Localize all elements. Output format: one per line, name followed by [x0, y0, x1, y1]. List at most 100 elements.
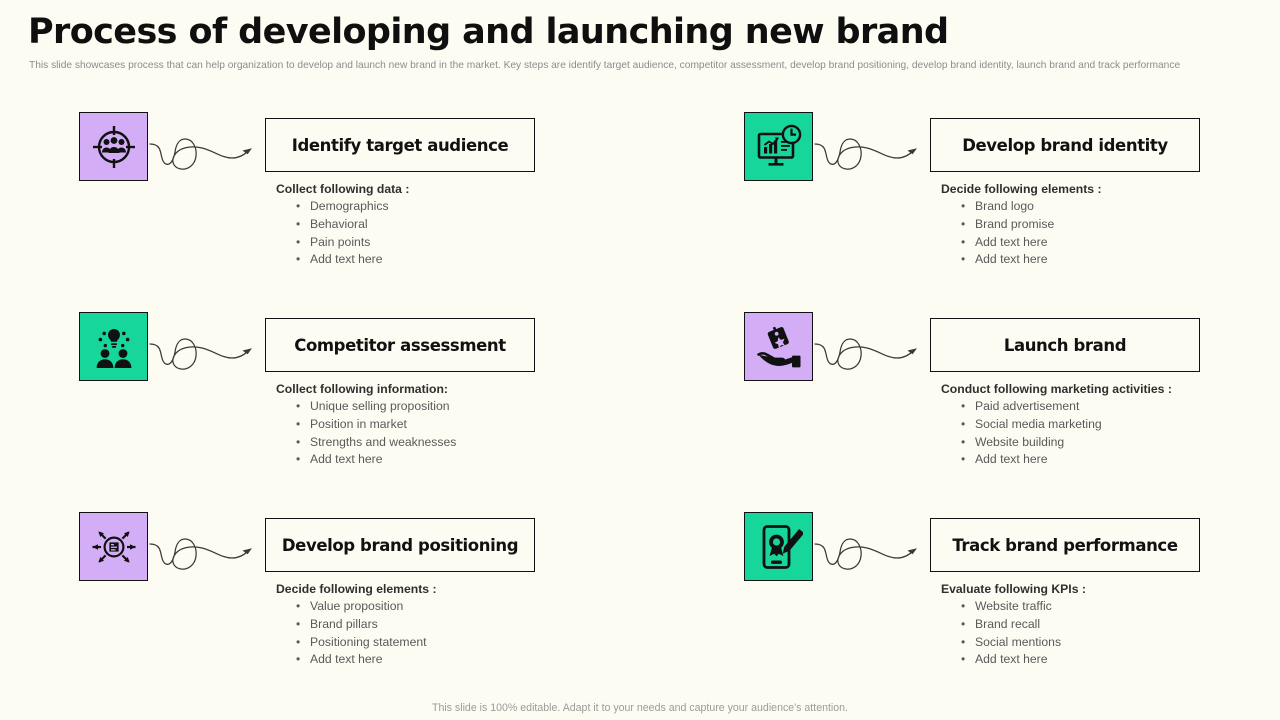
- list-item: • Unique selling proposition: [296, 398, 576, 416]
- process-step-competitor-assessment: Competitor assessment Collect following …: [70, 304, 545, 494]
- list-item: • Add text here: [296, 451, 576, 469]
- step-bullet-list: • Unique selling proposition • Position …: [276, 398, 576, 469]
- target-audience-icon: [90, 123, 138, 171]
- bullet-dot-icon: •: [296, 216, 301, 231]
- hand-price-tag-icon: [755, 323, 803, 371]
- bullet-label: Paid advertisement: [975, 399, 1080, 413]
- list-item: • Add text here: [296, 251, 576, 269]
- squiggly-arrow-connector: [813, 314, 933, 384]
- step-body-identify-target-audience: Collect following data : • Demographics …: [276, 182, 576, 269]
- list-item: • Add text here: [961, 234, 1241, 252]
- step-lead-text: Collect following information:: [276, 382, 448, 396]
- list-item: • Add text here: [961, 451, 1241, 469]
- bullet-dot-icon: •: [961, 416, 966, 431]
- step-icon-tile-develop-brand-identity[interactable]: [744, 112, 813, 181]
- list-item: • Brand logo: [961, 198, 1241, 216]
- process-step-develop-brand-identity: Develop brand identity Decide following …: [735, 104, 1210, 294]
- step-body-competitor-assessment: Collect following information: • Unique …: [276, 382, 576, 469]
- bullet-label: Add text here: [310, 252, 383, 267]
- bullet-label: Position in market: [310, 416, 407, 431]
- step-body-launch-brand: Conduct following marketing activities :…: [941, 382, 1241, 469]
- bullet-dot-icon: •: [296, 416, 301, 431]
- step-title-box-track-brand-performance[interactable]: Track brand performance: [930, 518, 1200, 572]
- bullet-label: Add text here: [310, 652, 383, 667]
- bullet-label: Pain points: [310, 234, 371, 249]
- bullet-dot-icon: •: [961, 399, 966, 413]
- step-title-box-competitor-assessment[interactable]: Competitor assessment: [265, 318, 535, 372]
- step-icon-tile-track-brand-performance[interactable]: [744, 512, 813, 581]
- list-item: • Paid advertisement: [961, 398, 1241, 416]
- squiggly-arrow-connector: [148, 314, 268, 384]
- list-item: • Brand recall: [961, 616, 1241, 634]
- bullet-dot-icon: •: [961, 599, 966, 613]
- step-title-box-launch-brand[interactable]: Launch brand: [930, 318, 1200, 372]
- bullet-dot-icon: •: [961, 434, 966, 449]
- bullet-label: Brand promise: [975, 216, 1055, 231]
- bullet-dot-icon: •: [961, 216, 966, 231]
- bullet-label: Brand logo: [975, 199, 1034, 213]
- bullet-label: Behavioral: [310, 216, 368, 231]
- mobile-award-edit-icon: [755, 523, 803, 571]
- step-title: Identify target audience: [291, 135, 509, 155]
- bullet-dot-icon: •: [961, 234, 966, 249]
- people-idea-icon: [90, 323, 138, 371]
- bullet-label: Add text here: [975, 252, 1048, 267]
- list-item: • Website building: [961, 434, 1241, 452]
- bullet-dot-icon: •: [961, 199, 966, 213]
- list-item: • Add text here: [296, 651, 576, 669]
- bullet-dot-icon: •: [296, 616, 301, 631]
- step-icon-tile-develop-brand-positioning[interactable]: [79, 512, 148, 581]
- step-icon-tile-competitor-assessment[interactable]: [79, 312, 148, 381]
- list-item: • Strengths and weaknesses: [296, 434, 576, 452]
- step-title-box-develop-brand-positioning[interactable]: Develop brand positioning: [265, 518, 535, 572]
- process-step-develop-brand-positioning: Develop brand positioning Decide followi…: [70, 504, 545, 694]
- bullet-label: Value proposition: [310, 599, 404, 613]
- bullet-label: Unique selling proposition: [310, 399, 450, 413]
- step-title: Develop brand positioning: [281, 535, 519, 555]
- bullet-label: Add text here: [975, 234, 1048, 249]
- step-title-box-develop-brand-identity[interactable]: Develop brand identity: [930, 118, 1200, 172]
- step-body-track-brand-performance: Evaluate following KPIs : • Website traf…: [941, 582, 1241, 669]
- bullet-label: Add text here: [975, 452, 1048, 467]
- bullet-label: Social mentions: [975, 634, 1062, 649]
- step-lead-text: Collect following data :: [276, 182, 410, 196]
- bullet-dot-icon: •: [296, 652, 301, 667]
- step-icon-tile-identify-target-audience[interactable]: [79, 112, 148, 181]
- step-body-develop-brand-positioning: Decide following elements : • Value prop…: [276, 582, 576, 669]
- step-title-box-identify-target-audience[interactable]: Identify target audience: [265, 118, 535, 172]
- bullet-label: Brand recall: [975, 616, 1041, 631]
- process-step-track-brand-performance: Track brand performance Evaluate followi…: [735, 504, 1210, 694]
- slide-header: Process of developing and launching new …: [28, 12, 1252, 73]
- step-icon-tile-launch-brand[interactable]: [744, 312, 813, 381]
- step-title: Competitor assessment: [294, 335, 506, 355]
- step-title: Track brand performance: [952, 535, 1178, 555]
- squiggly-arrow-connector: [813, 114, 933, 184]
- process-steps-board: Identify target audience Collect followi…: [0, 104, 1280, 684]
- list-item: • Social media marketing: [961, 416, 1241, 434]
- squiggly-arrow-connector: [148, 114, 268, 184]
- squiggly-arrow-connector: [148, 514, 268, 584]
- step-bullet-list: • Paid advertisement • Social media mark…: [941, 398, 1241, 469]
- bullet-dot-icon: •: [296, 634, 301, 649]
- step-bullet-list: • Website traffic • Brand recall • Socia…: [941, 598, 1241, 669]
- step-bullet-list: • Value proposition • Brand pillars • Po…: [276, 598, 576, 669]
- step-title: Develop brand identity: [962, 135, 1168, 155]
- step-lead-text: Decide following elements :: [941, 182, 1102, 196]
- step-lead-text: Decide following elements :: [276, 582, 437, 596]
- list-item: • Social mentions: [961, 634, 1241, 652]
- bullet-label: Brand pillars: [310, 616, 378, 631]
- positioning-radiate-icon: [90, 523, 138, 571]
- bullet-dot-icon: •: [296, 399, 301, 413]
- list-item: • Pain points: [296, 234, 576, 252]
- step-bullet-list: • Demographics • Behavioral • Pain point…: [276, 198, 576, 269]
- page-title: Process of developing and launching new …: [28, 12, 949, 52]
- bullet-dot-icon: •: [296, 234, 301, 249]
- step-lead-text: Conduct following marketing activities :: [941, 382, 1172, 396]
- bullet-dot-icon: •: [961, 616, 966, 631]
- bullet-dot-icon: •: [296, 599, 301, 613]
- list-item: • Brand promise: [961, 216, 1241, 234]
- list-item: • Demographics: [296, 198, 576, 216]
- list-item: • Add text here: [961, 251, 1241, 269]
- process-step-identify-target-audience: Identify target audience Collect followi…: [70, 104, 545, 294]
- bullet-dot-icon: •: [961, 252, 966, 267]
